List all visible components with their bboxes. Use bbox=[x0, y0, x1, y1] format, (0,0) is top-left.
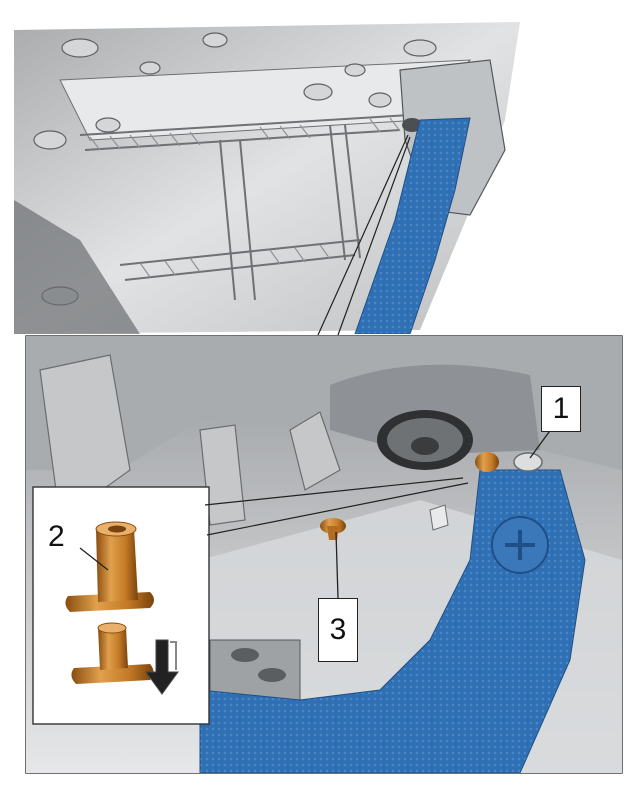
callout-3: 3 bbox=[318, 598, 358, 662]
leader-1 bbox=[529, 427, 553, 459]
fastener-lower bbox=[320, 518, 346, 540]
leader-2 bbox=[79, 547, 109, 571]
bushing-part bbox=[65, 521, 154, 612]
leader-3 bbox=[335, 531, 339, 599]
down-arrow-icon bbox=[145, 639, 179, 695]
callout-2: 2 bbox=[48, 520, 65, 553]
fastener-upper bbox=[475, 452, 499, 472]
zoom-connector-top bbox=[317, 134, 411, 336]
zoom-connector-inset bbox=[204, 477, 469, 536]
overview-view bbox=[14, 14, 626, 334]
pin-part bbox=[71, 622, 154, 684]
callout-1: 1 bbox=[541, 386, 581, 432]
